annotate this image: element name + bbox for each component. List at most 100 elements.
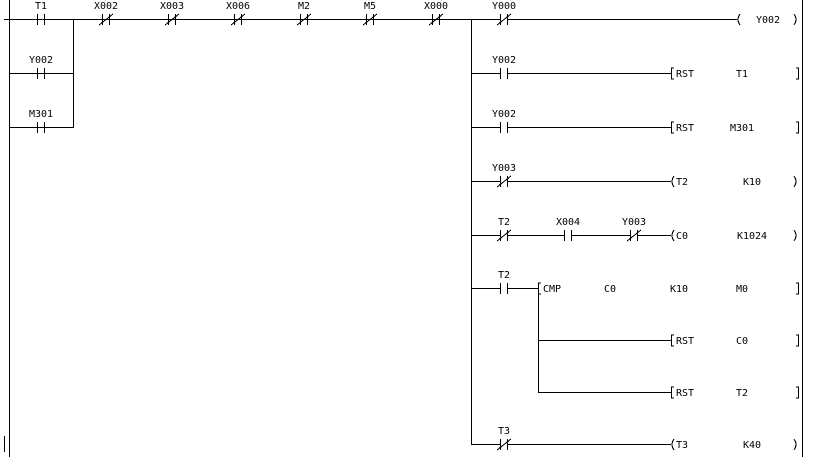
contact-label: T3 <box>498 426 510 437</box>
output-rung-8: RST T2 <box>538 386 799 399</box>
instruction-arg: T2 <box>736 388 748 399</box>
instruction-op: RST <box>676 123 694 134</box>
instruction-arg: K10 <box>670 284 688 295</box>
no-contact-y002[interactable]: Y002 <box>471 109 516 133</box>
contact-label: T1 <box>35 1 47 12</box>
nc-slash <box>362 13 378 26</box>
no-contact-x004[interactable]: X004 <box>508 217 580 241</box>
instruction-op: RST <box>676 336 694 347</box>
nc-slash <box>496 229 512 242</box>
coil-right-paren <box>793 175 797 188</box>
nc-contact-x000[interactable]: X000 <box>374 1 448 26</box>
coil-left-paren <box>671 229 675 242</box>
box-right-bracket <box>796 334 799 347</box>
coil-device: Y002 <box>756 15 780 26</box>
nc-slash <box>164 13 180 26</box>
coil-setting: K10 <box>743 177 761 188</box>
contact-label: Y000 <box>492 1 516 12</box>
nc-slash <box>428 13 444 26</box>
box-left-bracket <box>671 121 674 134</box>
box-right-bracket <box>796 121 799 134</box>
nc-contact-y000[interactable]: Y000 <box>471 1 516 26</box>
nc-slash <box>496 175 512 188</box>
box-left-bracket <box>538 282 541 295</box>
coil-left-paren <box>671 438 675 451</box>
nc-contact-x002[interactable]: X002 <box>45 1 118 26</box>
nc-contact-m5[interactable]: M5 <box>308 1 378 26</box>
box-right-bracket <box>796 67 799 80</box>
box-right-bracket <box>796 386 799 399</box>
contact-label: Y003 <box>492 163 516 174</box>
instruction-box[interactable]: RST T2 <box>538 386 799 399</box>
nc-contact-y003[interactable]: Y003 <box>471 163 516 188</box>
nc-contact-x003[interactable]: X003 <box>110 1 184 26</box>
box-left-bracket <box>671 67 674 80</box>
contact-label: X002 <box>94 1 118 12</box>
instruction-arg: C0 <box>604 284 616 295</box>
instruction-arg: C0 <box>736 336 748 347</box>
coil-device: C0 <box>676 231 688 242</box>
nc-contact-t3[interactable]: T3 <box>471 426 512 451</box>
contact-label: M5 <box>364 1 376 12</box>
coil-setting: K1024 <box>737 231 767 242</box>
nc-slash <box>98 13 114 26</box>
nc-slash <box>230 13 246 26</box>
contact-label: Y003 <box>622 217 646 228</box>
contact-label: Y002 <box>492 55 516 66</box>
contact-label: X000 <box>424 1 448 12</box>
no-contact-y002[interactable]: Y002 <box>9 55 53 79</box>
coil-device: T3 <box>676 440 688 451</box>
nc-slash <box>496 438 512 451</box>
nc-contact-y003[interactable]: Y003 <box>572 217 646 242</box>
output-coil[interactable]: T3 K40 <box>508 438 797 451</box>
coil-setting: K40 <box>743 440 761 451</box>
contact-label: T2 <box>498 270 510 281</box>
rails <box>4 0 803 457</box>
no-contact-m301[interactable]: M301 <box>9 109 53 133</box>
no-contact-t1[interactable]: T1 <box>9 1 47 25</box>
nc-slash <box>626 229 642 242</box>
contact-label: T2 <box>498 217 510 228</box>
output-rung-7: RST C0 <box>538 334 799 347</box>
output-coil[interactable]: T2 K10 <box>508 175 797 188</box>
instruction-box[interactable]: RST M301 <box>508 121 799 134</box>
output-coil[interactable]: Y002 <box>508 13 797 26</box>
nc-slash <box>496 13 512 26</box>
no-contact-t2[interactable]: T2 <box>471 270 510 294</box>
coil-right-paren <box>793 13 797 26</box>
contact-label: M301 <box>29 109 53 120</box>
nc-contact-m2[interactable]: M2 <box>242 1 312 26</box>
contact-label: X003 <box>160 1 184 12</box>
coil-right-paren <box>793 438 797 451</box>
instruction-arg: M0 <box>736 284 748 295</box>
contact-label: X004 <box>556 217 580 228</box>
contact-label: X006 <box>226 1 250 12</box>
output-coil[interactable]: C0 K1024 <box>638 229 797 242</box>
coil-device: T2 <box>676 177 688 188</box>
nc-contact-x006[interactable]: X006 <box>176 1 250 26</box>
instruction-op: RST <box>676 388 694 399</box>
no-contact-y002[interactable]: Y002 <box>471 55 516 79</box>
coil-left-paren <box>671 175 675 188</box>
coil-left-paren <box>737 13 741 26</box>
contact-label: M2 <box>298 1 310 12</box>
nc-contact-t2[interactable]: T2 <box>471 217 512 242</box>
instruction-box[interactable]: RST C0 <box>538 334 799 347</box>
box-right-bracket <box>796 282 799 295</box>
instruction-arg: M301 <box>730 123 754 134</box>
instruction-arg: T1 <box>736 69 748 80</box>
nc-slash <box>296 13 312 26</box>
box-left-bracket <box>671 386 674 399</box>
box-left-bracket <box>671 334 674 347</box>
